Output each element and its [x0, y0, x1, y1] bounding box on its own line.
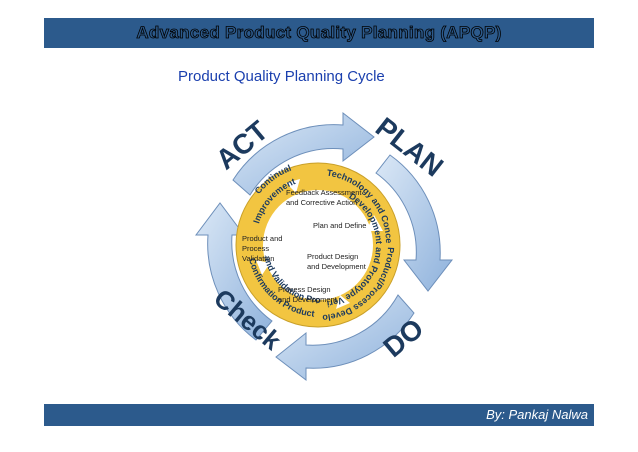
inner-circle	[263, 190, 373, 300]
inner-validation-3: Validation	[242, 254, 274, 263]
ring-arrow-1	[366, 215, 383, 231]
inner-process-design-2: and Development	[278, 295, 338, 304]
author-credit: By: Pankaj Nalwa	[486, 407, 588, 422]
inner-validation-1: Product and	[242, 234, 282, 243]
inner-product-design-2: and Development	[307, 262, 367, 271]
check-act-arrow	[195, 202, 273, 341]
act-plan-arrow	[232, 111, 375, 196]
pqp-cycle-diagram: ACT PLAN DO Check Technology and Concept…	[174, 87, 468, 395]
inner-process-design-1: Process Design	[278, 285, 331, 294]
inner-validation-2: Process	[242, 244, 269, 253]
cycle-svg: ACT PLAN DO Check Technology and Concept…	[174, 87, 454, 382]
title-bar: Advanced Product Quality Planning (APQP)	[44, 18, 594, 48]
inner-product-design-1: Product Design	[307, 252, 358, 261]
inner-feedback-2: and Corrective Action	[286, 198, 357, 207]
diagram-subtitle: Product Quality Planning Cycle	[178, 68, 385, 85]
plan-do-arrow	[375, 154, 454, 292]
footer-bar: By: Pankaj Nalwa	[44, 404, 594, 426]
inner-feedback-1: Feedback Assessment	[286, 188, 362, 197]
ring-arrow-3	[256, 260, 270, 275]
ring-arrow-2	[336, 295, 350, 309]
outer-arrow-ring	[195, 111, 454, 382]
inner-plan-define: Plan and Define	[313, 221, 366, 230]
do-check-arrow	[275, 294, 415, 382]
page-title: Advanced Product Quality Planning (APQP)	[136, 23, 502, 43]
ring-arrow-4	[286, 179, 300, 193]
